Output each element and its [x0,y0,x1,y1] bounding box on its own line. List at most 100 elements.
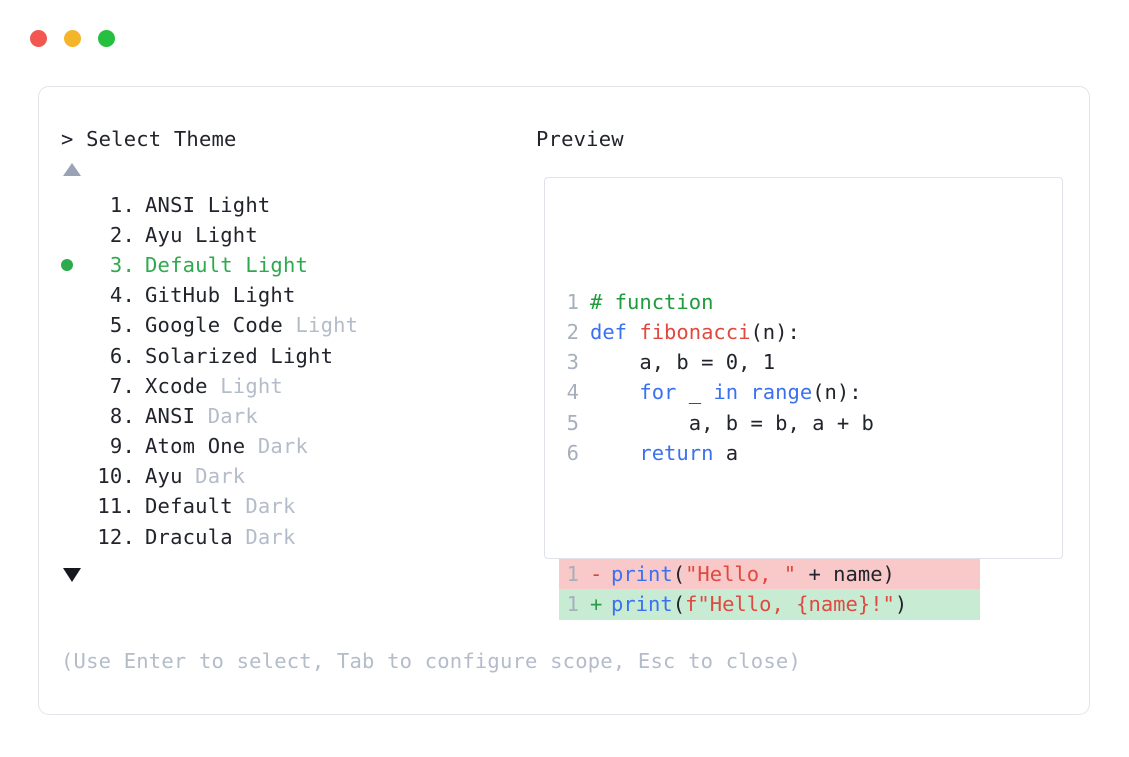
theme-item-index: 6. [109,343,135,368]
code-line: 3 a, b = 0, 1 [559,347,980,377]
close-button[interactable] [30,30,47,47]
theme-item-variant: Dark [195,464,246,489]
theme-item-name: Ayu [145,222,196,247]
preview-label: Preview [536,127,624,151]
theme-item-variant: Dark [257,434,309,459]
code-token: ) [894,592,908,617]
theme-list-item[interactable]: 2.Ayu Light [61,220,531,250]
line-number: 2 [566,319,579,344]
diff-removed-line: 1-print("Hello, " + name) [559,558,980,590]
theme-item-variant: Light [220,373,283,398]
selected-bullet-icon [61,258,73,271]
selection-bullet-slot [61,258,89,271]
line-number: 4 [566,380,579,405]
diff-added-line: 1+print(f"Hello, {name}!") [559,589,980,620]
page-title: > Select Theme [61,127,237,151]
theme-item-variant: Dark [245,524,296,549]
theme-item-name: Ayu [145,464,196,489]
theme-item-variant: Light [232,283,296,308]
code-token: fibonacci [639,319,751,344]
code-token: (n): [812,380,862,405]
theme-item-name: Google Code [145,313,296,338]
theme-list-item[interactable]: 3. Default Light [61,250,531,280]
code-token: print [611,592,673,617]
theme-item-name: Xcode [145,373,221,398]
minimize-button[interactable] [64,30,81,47]
theme-list-item[interactable]: 7. Xcode Light [61,371,531,401]
theme-item-variant: Light [195,222,258,247]
theme-list-item[interactable]: 4. GitHub Light [61,280,531,310]
theme-item-variant: Light [245,252,309,277]
code-token: (n): [750,319,800,344]
theme-item-name: Dracula [145,524,246,549]
keyboard-hint: (Use Enter to select, Tab to configure s… [61,649,801,673]
theme-item-name: GitHub [145,283,233,308]
theme-item-variant: Dark [245,494,296,519]
code-token: for [639,380,677,405]
theme-list-item[interactable]: 8. ANSI Dark [61,401,531,431]
code-token: print [611,561,673,586]
theme-item-name: ANSI [145,192,208,217]
code-token: f"Hello, {name}!" [685,592,895,617]
scroll-up-icon[interactable] [63,162,81,176]
code-token: _ [676,380,714,405]
code-token: ( [672,561,686,586]
theme-item-index: 11. [97,494,135,519]
scroll-down-icon[interactable] [63,567,81,582]
theme-item-name: Solarized [145,343,271,368]
line-number: 3 [566,350,579,375]
window-traffic-lights [30,30,115,47]
code-token: a [713,441,739,466]
theme-item-index: 8. [109,403,135,428]
code-token: ( [672,592,686,617]
code-token: a, b = b, a + b [590,410,874,435]
line-number: 1 [566,289,579,314]
theme-item-variant: Light [207,192,271,217]
theme-list-item[interactable]: 11. Default Dark [61,491,531,521]
theme-item-variant: Light [270,343,334,368]
diff-lines: 1-print("Hello, " + name)1+print(f"Hello… [559,558,980,620]
theme-item-index: 1. [109,192,135,217]
code-token: def [590,319,640,344]
code-token: "Hello, " [685,561,797,586]
theme-item-variant: Dark [207,403,258,428]
theme-item-index: 7. [109,373,135,398]
code-token: + name) [796,561,895,586]
line-number: 6 [566,441,579,466]
theme-list-item[interactable]: 6. Solarized Light [61,340,531,370]
code-token: in range [713,380,813,405]
theme-list-item[interactable]: 5.Google Code Light [61,310,531,340]
theme-item-index: 3. [109,252,135,277]
theme-item-index: 12. [97,524,135,549]
theme-item-name: ANSI [145,403,208,428]
diff-sign: - [590,561,603,586]
theme-list-item[interactable]: 1. ANSI Light [61,190,531,220]
code-token: # function [590,289,714,314]
theme-item-name: Atom One [145,434,258,459]
diff-sign: + [590,592,603,617]
line-number: 5 [566,410,579,435]
theme-item-name: Default [145,252,246,277]
theme-item-index: 5. [109,313,135,338]
theme-list-item[interactable]: 9. Atom One Dark [61,431,531,461]
theme-list-item[interactable]: 10. Ayu Dark [61,461,531,491]
theme-item-index: 10. [97,464,135,489]
theme-item-name: Default [145,494,246,519]
theme-list-item[interactable]: 12. Dracula Dark [61,522,531,552]
maximize-button[interactable] [98,30,115,47]
code-token: return [639,441,714,466]
code-line: 4 for _ in range(n): [559,377,980,407]
code-token [590,377,639,407]
theme-item-index: 4. [109,283,135,308]
theme-item-index: 9. [109,434,135,459]
code-token: a, b = 0, 1 [590,350,776,375]
code-line: 1 # function [559,287,980,317]
line-number: 1 [566,561,579,586]
